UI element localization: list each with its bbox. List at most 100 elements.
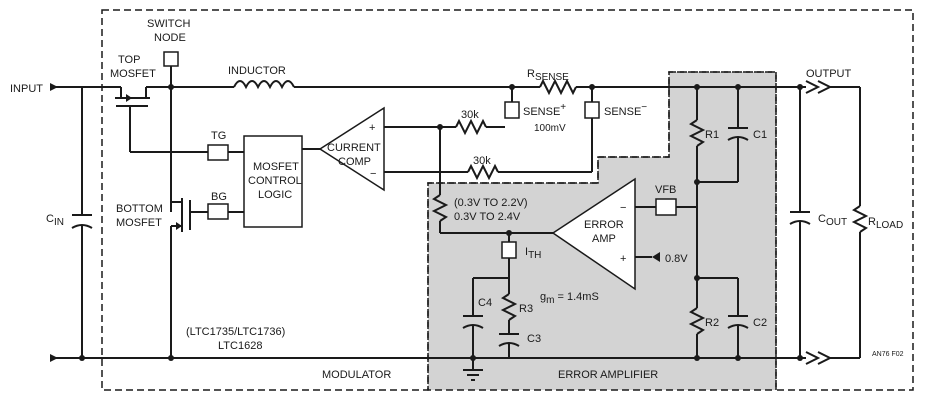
vref-label: 0.8V bbox=[665, 253, 688, 265]
r3-label: R3 bbox=[519, 303, 533, 315]
range-label-1: (0.3V TO 2.2V) bbox=[454, 197, 528, 209]
tg-label: TG bbox=[211, 130, 226, 142]
r1-label: R1 bbox=[705, 129, 719, 141]
ith-label: ITH bbox=[525, 246, 541, 261]
error-amplifier-label: ERROR AMPLIFIER bbox=[558, 369, 658, 381]
cout-bottom-dot bbox=[797, 355, 803, 361]
sense-plus-sup: + bbox=[560, 102, 566, 113]
ground-cin-dot bbox=[79, 355, 85, 361]
sense-plus-terminal bbox=[504, 101, 520, 119]
amp-plus-sign: + bbox=[620, 253, 626, 265]
resistor-30k-bottom bbox=[467, 163, 499, 181]
gm-label: gm = 1.4mS bbox=[540, 291, 599, 306]
resistor-30k-top-label: 30k bbox=[461, 109, 479, 121]
mosfet-logic-label-1: MOSFET bbox=[253, 161, 299, 173]
mosfet-logic-label-2: CONTROL bbox=[248, 175, 302, 187]
r2-label: R2 bbox=[705, 317, 719, 329]
r3-resistor bbox=[500, 293, 518, 321]
amp-minus-sign: − bbox=[620, 202, 626, 214]
c2-label: C2 bbox=[753, 317, 767, 329]
c2-plate-bottom bbox=[727, 324, 749, 329]
r1-resistor bbox=[688, 119, 706, 147]
rload-label: RLOAD bbox=[868, 216, 903, 231]
ith-terminal bbox=[501, 241, 517, 259]
sense-minus-label: SENSE− bbox=[604, 102, 647, 118]
inductor-coil bbox=[233, 80, 295, 90]
c3-label: C3 bbox=[527, 333, 541, 345]
ground-rail-left-arrow bbox=[50, 354, 58, 362]
c1-label: C1 bbox=[753, 129, 767, 141]
error-amp-label-1: ERROR bbox=[584, 219, 624, 231]
output-arrow bbox=[805, 80, 821, 94]
cin-plate-bottom bbox=[71, 224, 93, 229]
rload-label-main: R bbox=[868, 216, 876, 228]
c4-label: C4 bbox=[478, 297, 492, 309]
error-amplifier-boundary bbox=[427, 71, 777, 391]
mosfet-control-logic bbox=[243, 135, 303, 228]
bottom-mosfet-arrow bbox=[176, 222, 182, 230]
rsense-label: RSENSE bbox=[527, 68, 569, 83]
top-mosfet-label-1: TOP bbox=[118, 54, 140, 66]
top-mosfet-label-2: MOSFET bbox=[110, 68, 156, 80]
current-comp-label-1: CURRENT bbox=[327, 142, 381, 154]
figure-id-label: AN76 F02 bbox=[872, 351, 904, 358]
resistor-30k-top bbox=[455, 118, 487, 136]
current-comp-label-2: COMP bbox=[338, 156, 371, 168]
sense-plus-text: SENSE bbox=[523, 106, 560, 118]
part-label-2: LTC1628 bbox=[218, 340, 262, 352]
rsense-label-sub: SENSE bbox=[535, 72, 569, 83]
ith-label-sub: TH bbox=[528, 250, 541, 261]
cin-label-sub: IN bbox=[54, 217, 64, 228]
range-label-2: 0.3V TO 2.4V bbox=[454, 211, 521, 223]
c4-plate-bottom bbox=[462, 324, 484, 329]
cin-label-main: C bbox=[46, 213, 54, 225]
switch-node-label-2: NODE bbox=[154, 32, 186, 44]
resistor-vertical bbox=[431, 194, 449, 222]
error-amplifier bbox=[551, 177, 636, 291]
c1-plate-bottom bbox=[727, 136, 749, 141]
cin-label: CIN bbox=[46, 213, 64, 228]
mosfet-logic-label-3: LOGIC bbox=[258, 189, 292, 201]
input-label: INPUT bbox=[10, 83, 43, 95]
c3-plate-bottom bbox=[498, 342, 520, 347]
comp-plus-sign: + bbox=[369, 122, 375, 134]
switch-node-terminal bbox=[163, 51, 179, 67]
sense-minus-sup: − bbox=[641, 102, 647, 113]
bottom-mosfet-label-1: BOTTOM bbox=[116, 203, 163, 215]
part-label-1: (LTC1735/LTC1736) bbox=[186, 326, 285, 338]
tg-terminal bbox=[207, 144, 229, 161]
vfb-label: VFB bbox=[655, 184, 676, 196]
rsense-label-main: R bbox=[527, 68, 535, 80]
bottom-mosfet-label-2: MOSFET bbox=[116, 217, 162, 229]
gm-label-sub: m bbox=[546, 295, 554, 306]
ground-arrow bbox=[805, 351, 821, 365]
vref-arrow bbox=[652, 252, 660, 262]
error-amp-label-2: AMP bbox=[592, 233, 616, 245]
r2-resistor bbox=[688, 307, 706, 335]
top-mosfet-arrow bbox=[126, 94, 132, 102]
comp-minus-sign: − bbox=[370, 168, 376, 180]
ground-mosfet-dot bbox=[168, 355, 174, 361]
cout-label-sub: OUT bbox=[826, 217, 847, 228]
sense-minus-terminal bbox=[584, 101, 600, 119]
cout-label: COUT bbox=[818, 213, 847, 228]
vfb-terminal bbox=[655, 198, 677, 216]
output-label: OUTPUT bbox=[806, 68, 852, 80]
rload-label-sub: LOAD bbox=[876, 220, 903, 231]
sense-plus-label: SENSE+ bbox=[523, 102, 566, 118]
bg-terminal bbox=[207, 203, 229, 220]
modulator-label: MODULATOR bbox=[322, 369, 391, 381]
switch-node-label-1: SWITCH bbox=[147, 18, 190, 30]
cout-label-main: C bbox=[818, 213, 826, 225]
sense-minus-text: SENSE bbox=[604, 106, 641, 118]
inductor-label: INDUCTOR bbox=[228, 65, 286, 77]
gm-label-main: g bbox=[540, 291, 546, 303]
cout-plate-bottom bbox=[789, 220, 811, 225]
rload-resistor bbox=[851, 205, 869, 233]
resistor-30k-bottom-label: 30k bbox=[473, 155, 491, 167]
current-comparator bbox=[318, 106, 385, 192]
rsense-resistor bbox=[539, 78, 577, 96]
input-arrow bbox=[50, 83, 58, 91]
sense-voltage-label: 100mV bbox=[534, 123, 566, 134]
